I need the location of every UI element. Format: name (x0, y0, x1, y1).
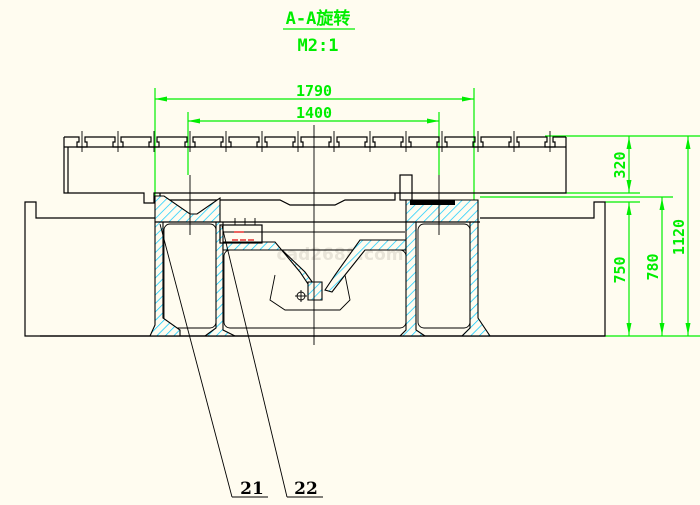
table-top-edge (64, 136, 566, 148)
section-title: A-A旋转 (286, 8, 351, 29)
dimension-750-label: 750 (611, 256, 629, 283)
sensor-block (219, 218, 263, 244)
worktable (63, 131, 567, 206)
hatched-sections (40, 195, 605, 337)
dimension-1790-label: 1790 (296, 82, 332, 100)
scale-label: M2:1 (298, 36, 339, 56)
dimension-320-label: 320 (611, 151, 629, 178)
callout-22-label: 22 (294, 479, 318, 499)
dimension-1400: 1400 (187, 104, 440, 175)
dimension-right-group: 320 750 780 1120 (480, 135, 700, 337)
dimension-1120-label: 1120 (670, 219, 688, 255)
callout-21: 21 (159, 223, 268, 499)
t-slots (64, 131, 566, 152)
callout-21-label: 21 (240, 479, 264, 499)
bolt-icon (295, 290, 307, 302)
dimension-1790: 1790 (154, 82, 475, 200)
dimension-780-label: 780 (644, 253, 662, 280)
callout-22: 22 (221, 225, 323, 499)
dimension-1400-label: 1400 (296, 104, 332, 122)
